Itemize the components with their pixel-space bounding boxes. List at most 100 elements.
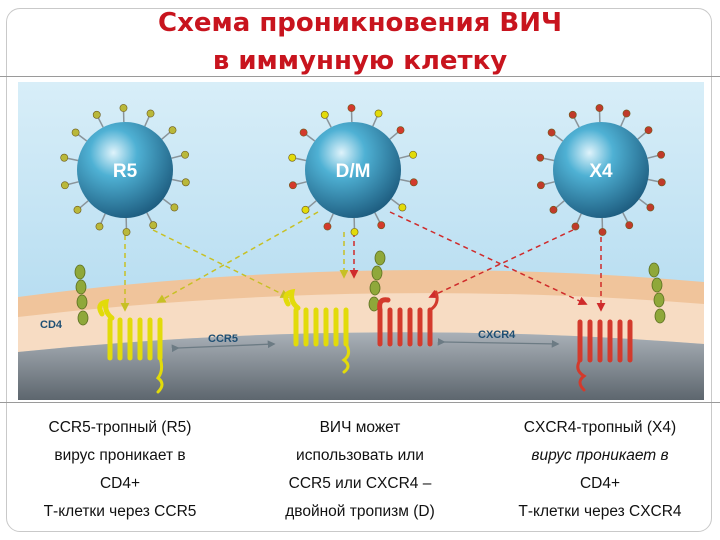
virus-spike-stalk — [97, 117, 104, 128]
virus-spike-tip — [323, 222, 332, 231]
caption-right: CXCR4-тропный (X4) вирус проникает в CD4… — [486, 414, 714, 526]
caption-left-line-2: вирус проникает в — [54, 447, 186, 464]
cell-membrane-inner — [18, 293, 704, 352]
virus-spike-stalk — [576, 213, 582, 225]
virus-spike-tip — [625, 221, 634, 230]
virus-spike-tip — [598, 228, 607, 236]
virus-spike-stalk — [555, 200, 565, 209]
virus-spike-tip — [537, 181, 545, 190]
virus-spike-tip — [119, 104, 128, 112]
virus-spike-stalk — [305, 133, 316, 142]
yellow-arrows — [120, 211, 349, 312]
cxcr4-label: CXCR4 — [478, 329, 516, 341]
virus-spike-stalk — [372, 115, 378, 127]
virus-spike-stalk — [295, 181, 307, 186]
virus-spike-stalk — [295, 157, 307, 162]
virus-spike-tip — [396, 126, 405, 135]
hiv-entry-diagram: CD4 CCR5 CXCR4 R5 D/M X4 — [18, 82, 704, 400]
virus-spike-tip — [622, 109, 631, 118]
virus-spike-tip — [301, 205, 310, 214]
cxcr4-receptor-right — [576, 319, 633, 392]
caption-middle-line-2: использовать или — [296, 447, 424, 464]
virus-spike-stalk — [543, 157, 555, 162]
virus-label: R5 — [113, 161, 138, 182]
virus-spike-tip — [60, 153, 69, 162]
slide-frame — [6, 8, 712, 532]
virus-spike-stalk — [622, 212, 629, 223]
cd4-receptor-right — [648, 262, 666, 324]
cxcr4-receptor-middle — [377, 290, 439, 347]
ccr5-label: CCR5 — [208, 333, 238, 345]
caption-right-line-2: вирус проникает в — [531, 447, 669, 464]
virus-spike-stalk — [374, 212, 381, 223]
virus-spike-tip — [181, 178, 190, 187]
virus-spike-stalk — [144, 115, 150, 127]
virus-spike-stalk — [67, 157, 79, 162]
virus-spike-tip — [71, 128, 80, 137]
virus-spike-tip — [299, 128, 308, 137]
virus-spike-stalk — [543, 181, 555, 186]
virus-spike-stalk — [637, 131, 647, 140]
virus-spike-tip — [289, 181, 297, 190]
virus-spike-tip — [398, 203, 407, 212]
caption-middle: ВИЧ может использовать или CCR5 или CXCR… — [246, 414, 474, 526]
virus-spike-stalk — [67, 181, 79, 186]
virus-spike-tip — [149, 221, 158, 230]
slide-title-line-1: Схема проникновения ВИЧ — [157, 8, 563, 38]
virus-spike-tip — [61, 181, 69, 190]
caption-right-line-1: CXCR4-тропный (X4) — [523, 419, 677, 436]
virus-spike-tip — [568, 110, 577, 119]
virus-spike-stalk — [100, 213, 106, 225]
cd4-label: CD4 — [40, 319, 63, 331]
virus-spike-tip — [644, 126, 653, 135]
virus-spike-tip — [320, 110, 329, 119]
arrow-r5-to-middle-ccr5 — [152, 229, 290, 298]
arrow-dm-to-cxcr4 — [389, 211, 588, 306]
arrow-dm-to-ccr5 — [156, 211, 319, 303]
virus-x4: X4 — [536, 104, 666, 236]
virus-spike-stalk — [389, 131, 399, 140]
virus-spike-tip — [92, 110, 101, 119]
virus-sphere — [305, 122, 401, 218]
top-divider — [0, 76, 720, 77]
virus-spike-tip — [181, 150, 189, 159]
virus-spike-stalk — [647, 154, 659, 159]
ccr5-receptor-middle — [283, 288, 351, 374]
virus-spike-tip — [377, 221, 386, 230]
virus-spike-stalk — [171, 178, 183, 183]
virus-spike-stalk — [171, 154, 183, 159]
caption-middle-line-1: ВИЧ может — [319, 419, 401, 436]
caption-left-line-4: Т-клетки через CCR5 — [43, 503, 197, 520]
virus-spike-tip — [146, 109, 155, 118]
virus-label: X4 — [589, 161, 613, 182]
virus-spike-tip — [73, 205, 82, 214]
caption-right-line-4: Т-клетки через CXCR4 — [518, 503, 682, 520]
virus-spike-tip — [95, 222, 104, 231]
cd4-receptor-left — [74, 264, 89, 326]
virus-spike-stalk — [647, 178, 659, 183]
virus-spike-stalk — [390, 198, 401, 207]
virus-spike-tip — [595, 104, 604, 112]
virus-spike-tip — [409, 150, 417, 159]
virus-spike-tip — [168, 126, 177, 135]
virus-spike-tip — [571, 222, 580, 231]
caption-left-line-3: CD4+ — [99, 475, 141, 492]
virus-spike-stalk — [399, 154, 411, 159]
virus-spike-tip — [347, 104, 356, 112]
virus-spike-stalk — [79, 200, 89, 209]
cxcr4-double-arrow — [437, 337, 560, 348]
virus-spike-stalk — [553, 133, 564, 142]
caption-middle-line-3: CCR5 или CXCR4 – — [288, 475, 432, 492]
virus-r5: R5 — [60, 104, 190, 236]
ccr5-receptor-left — [97, 298, 164, 394]
virus-spike-tip — [547, 128, 556, 137]
ccr5-double-arrow — [171, 340, 276, 353]
virus-spike-tip — [350, 228, 359, 236]
virus-dm: D/M — [288, 104, 418, 236]
virus-spike-stalk — [307, 200, 317, 209]
bottom-divider — [0, 402, 720, 403]
virus-sphere — [553, 122, 649, 218]
virus-label: D/M — [336, 161, 371, 182]
virus-spike-tip — [536, 153, 545, 162]
virus-spike-stalk — [399, 178, 411, 183]
